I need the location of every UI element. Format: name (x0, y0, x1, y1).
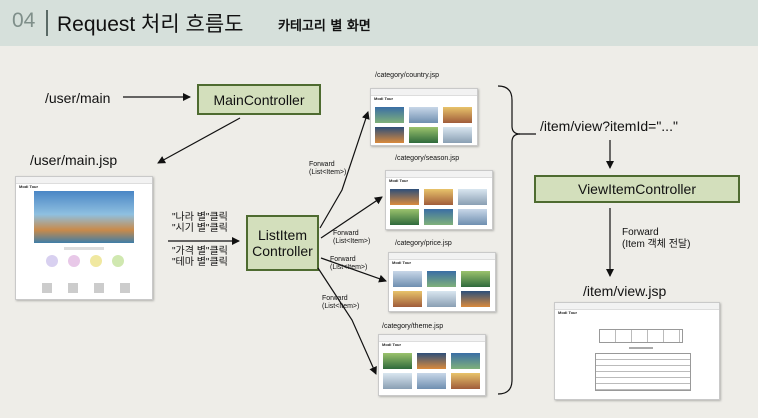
list-item-controller-label-2: Controller (252, 243, 313, 259)
url-user-main-jsp: /user/main.jsp (30, 152, 118, 168)
view-item-controller-label: ViewItemController (577, 181, 696, 197)
theme-page-thumbnail: Modi Tour (378, 334, 486, 396)
url-user-main: /user/main (45, 90, 111, 106)
forward-label-theme: Forward(List<Item>) (322, 295, 360, 310)
price-page-thumbnail: Modi Tour (388, 252, 496, 312)
caption-country-jsp: /category/country.jsp (375, 72, 440, 79)
main-page-thumbnail: Modi Tour (15, 176, 153, 300)
country-page-thumbnail: Modi Tour (370, 88, 478, 146)
click-labels-top: "나라 별"클릭 "시기 별"클릭 (172, 212, 228, 234)
section-number: 04 (12, 9, 36, 32)
url-item-view-param: /item/view?itemId="..." (540, 118, 678, 134)
caption-theme-jsp: /category/theme.jsp (382, 323, 444, 330)
slide-header: 04 Request 처리 흐름도 카테고리 별 화면 (0, 0, 758, 46)
forward-label-country: Forward(List<Item>) (309, 161, 347, 176)
arrow-controller-to-main-jsp (157, 117, 241, 164)
arrow-to-season (320, 196, 383, 239)
arrow-to-country (319, 111, 370, 229)
page-subtitle: 카테고리 별 화면 (278, 19, 371, 34)
forward-item-label: Forward(Item 객체 전달) (622, 227, 691, 250)
click-label-price: "가격 별"클릭 (172, 246, 228, 257)
category-brace (497, 85, 521, 395)
caption-price-jsp: /category/price.jsp (395, 240, 452, 247)
list-item-controller-label-1: ListItem (257, 227, 307, 243)
season-page-thumbnail: Modi Tour (385, 170, 493, 230)
click-label-theme: "테마 별"클릭 (172, 257, 228, 268)
caption-season-jsp: /category/season.jsp (395, 155, 460, 162)
list-item-controller-box: ListItem Controller (246, 215, 319, 271)
url-item-view-jsp: /item/view.jsp (583, 283, 667, 299)
main-controller-label: MainController (213, 91, 305, 108)
view-item-controller-box: ViewItemController (534, 175, 740, 203)
forward-label-season: Forward(List<Item>) (333, 230, 371, 245)
arrow-to-theme (317, 267, 377, 375)
click-label-season: "시기 별"클릭 (172, 223, 228, 234)
page-title: Request 처리 흐름도 (57, 13, 244, 36)
item-view-page-thumbnail: Modi Tour (554, 302, 720, 400)
main-controller-box: MainController (197, 84, 321, 115)
click-label-country: "나라 별"클릭 (172, 212, 228, 223)
arrow-to-price (320, 257, 387, 283)
header-divider (46, 10, 48, 36)
click-labels-bottom: "가격 별"클릭 "테마 별"클릭 (172, 246, 228, 268)
